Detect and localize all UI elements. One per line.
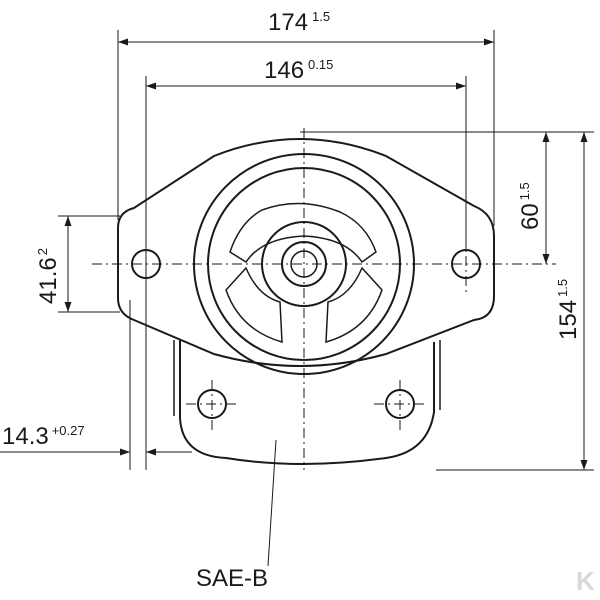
pump-body (117, 138, 495, 465)
brand-logo-mark: K (576, 566, 595, 596)
dimension-lines (0, 38, 588, 567)
rotor-web-lower-right (325, 266, 383, 344)
rotor-web-lower (225, 266, 283, 344)
lower-housing (179, 340, 435, 465)
upper-height-label: 601.5 (517, 182, 544, 230)
offset-label: 14.3+0.27 (2, 423, 85, 450)
overall-height-label: 1541.5 (555, 279, 582, 340)
flange-outline (117, 138, 495, 367)
extension-lines (58, 30, 594, 471)
svg-text:K: K (576, 566, 595, 596)
mount-standard-label: SAE-B (196, 565, 268, 592)
flange-height-label: 41.62 (35, 248, 62, 304)
leader-sae-b (267, 439, 277, 567)
center-lines (92, 128, 556, 470)
rotor-web (229, 202, 377, 264)
